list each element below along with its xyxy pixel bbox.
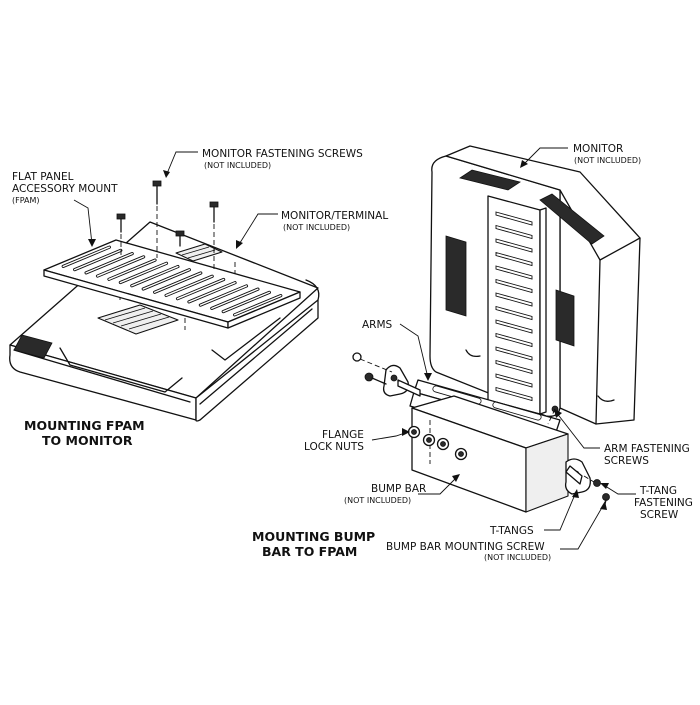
- fpam-slot: [495, 373, 533, 388]
- t-tang-screw-label-line3: SCREW: [640, 509, 679, 521]
- top-grille: [97, 243, 223, 335]
- fpam-slot: [495, 238, 533, 253]
- fpam-label-line3: (FPAM): [12, 196, 40, 205]
- flange-label-line2: LOCK NUTS: [304, 441, 364, 453]
- monitor-note: (NOT INCLUDED): [574, 156, 641, 165]
- screw-icon: [352, 352, 393, 373]
- side-vent: [13, 334, 53, 359]
- fpam-slot: [85, 252, 133, 274]
- monitor-fastening-screws-label: MONITOR FASTENING SCREWS: [202, 148, 363, 160]
- screw-icon: [209, 201, 219, 223]
- fpam-slot: [233, 294, 282, 316]
- fpam-slot: [495, 278, 533, 294]
- fpam-slot: [62, 246, 111, 268]
- right-t-tang-and-screws: [564, 458, 610, 509]
- fpam-slot: [119, 262, 168, 284]
- monitor-fastening-screws-note: (NOT INCLUDED): [204, 161, 271, 170]
- fpam-label-line2: ACCESSORY MOUNT: [12, 183, 118, 195]
- fpam-slot: [176, 278, 225, 300]
- fpam-label-line1: FLAT PANEL: [12, 171, 74, 183]
- fpam-slot: [495, 359, 533, 375]
- nut-icon: [407, 425, 421, 439]
- nut-icon: [436, 437, 450, 451]
- fpam-slot: [495, 386, 533, 402]
- fpam-slot: [495, 319, 533, 334]
- rear-vents: [445, 235, 575, 347]
- fpam-slot: [495, 346, 533, 361]
- fpam-slot: [495, 265, 533, 280]
- screw-icon: [175, 230, 185, 247]
- arm-fastening-screws-label-line2: SCREWS: [604, 455, 649, 467]
- fpam-plate: [43, 239, 301, 329]
- t-tang-screw-label-line1: T-TANG: [639, 485, 677, 497]
- fpam-slot: [73, 249, 122, 271]
- fpam-slot: [188, 282, 236, 303]
- arm-fastening-screws-label-line1: ARM FASTENING: [604, 443, 690, 455]
- bump-bar-note: (NOT INCLUDED): [344, 496, 411, 505]
- screw-icon: [116, 213, 126, 233]
- fpam-slot: [153, 272, 202, 293]
- t-tangs-label: T-TANGS: [489, 525, 534, 537]
- flange-label-line1: FLANGE: [322, 429, 364, 441]
- fpam-slot: [495, 211, 533, 226]
- left-t-tang-and-screws: [352, 352, 421, 397]
- fpam-slot: [222, 291, 271, 313]
- bump-bar-label: BUMP BAR: [371, 483, 426, 495]
- fpam-slot: [142, 269, 191, 290]
- screw-icon: [364, 372, 387, 385]
- fpam-slot: [211, 288, 259, 310]
- fpam-slot: [495, 332, 533, 348]
- nut-icon: [422, 433, 436, 447]
- fpam-slot: [165, 275, 213, 297]
- monitor-terminal-label: MONITOR/TERMINAL: [281, 210, 388, 222]
- screw-icon: [583, 475, 601, 487]
- fpam-slot: [495, 305, 533, 321]
- left-monitor-screws: [116, 180, 219, 272]
- fpam-slot: [495, 292, 533, 307]
- nut-icon: [454, 447, 468, 461]
- right-caption-line2: BAR TO FPAM: [262, 544, 357, 559]
- monitor-fpam-plate: [487, 195, 547, 415]
- bump-bar-mounting-screw-label: BUMP BAR MOUNTING SCREW: [386, 541, 545, 553]
- t-tang-screw-label-line2: FASTENING: [634, 497, 693, 509]
- fpam-slot: [495, 224, 533, 240]
- bump-bar: [411, 395, 569, 513]
- fpam-slot: [199, 285, 248, 306]
- left-terminal-drawing: [9, 221, 320, 422]
- arms-label: ARMS: [362, 319, 393, 331]
- right-caption-line1: MOUNTING BUMP: [252, 529, 375, 544]
- bump-bar-mounting-screw-note: (NOT INCLUDED): [484, 553, 551, 562]
- monitor-terminal-note: (NOT INCLUDED): [283, 223, 350, 232]
- screw-icon: [152, 180, 162, 205]
- flange-lock-nuts: [407, 425, 468, 461]
- left-caption-line1: MOUNTING FPAM: [24, 418, 145, 433]
- monitor-label: MONITOR: [573, 143, 623, 155]
- fpam-slot: [131, 265, 179, 287]
- fpam-slot: [495, 251, 533, 267]
- left-caption-line2: TO MONITOR: [42, 433, 133, 448]
- fpam-slot: [108, 259, 156, 280]
- fpam-slot: [96, 256, 145, 277]
